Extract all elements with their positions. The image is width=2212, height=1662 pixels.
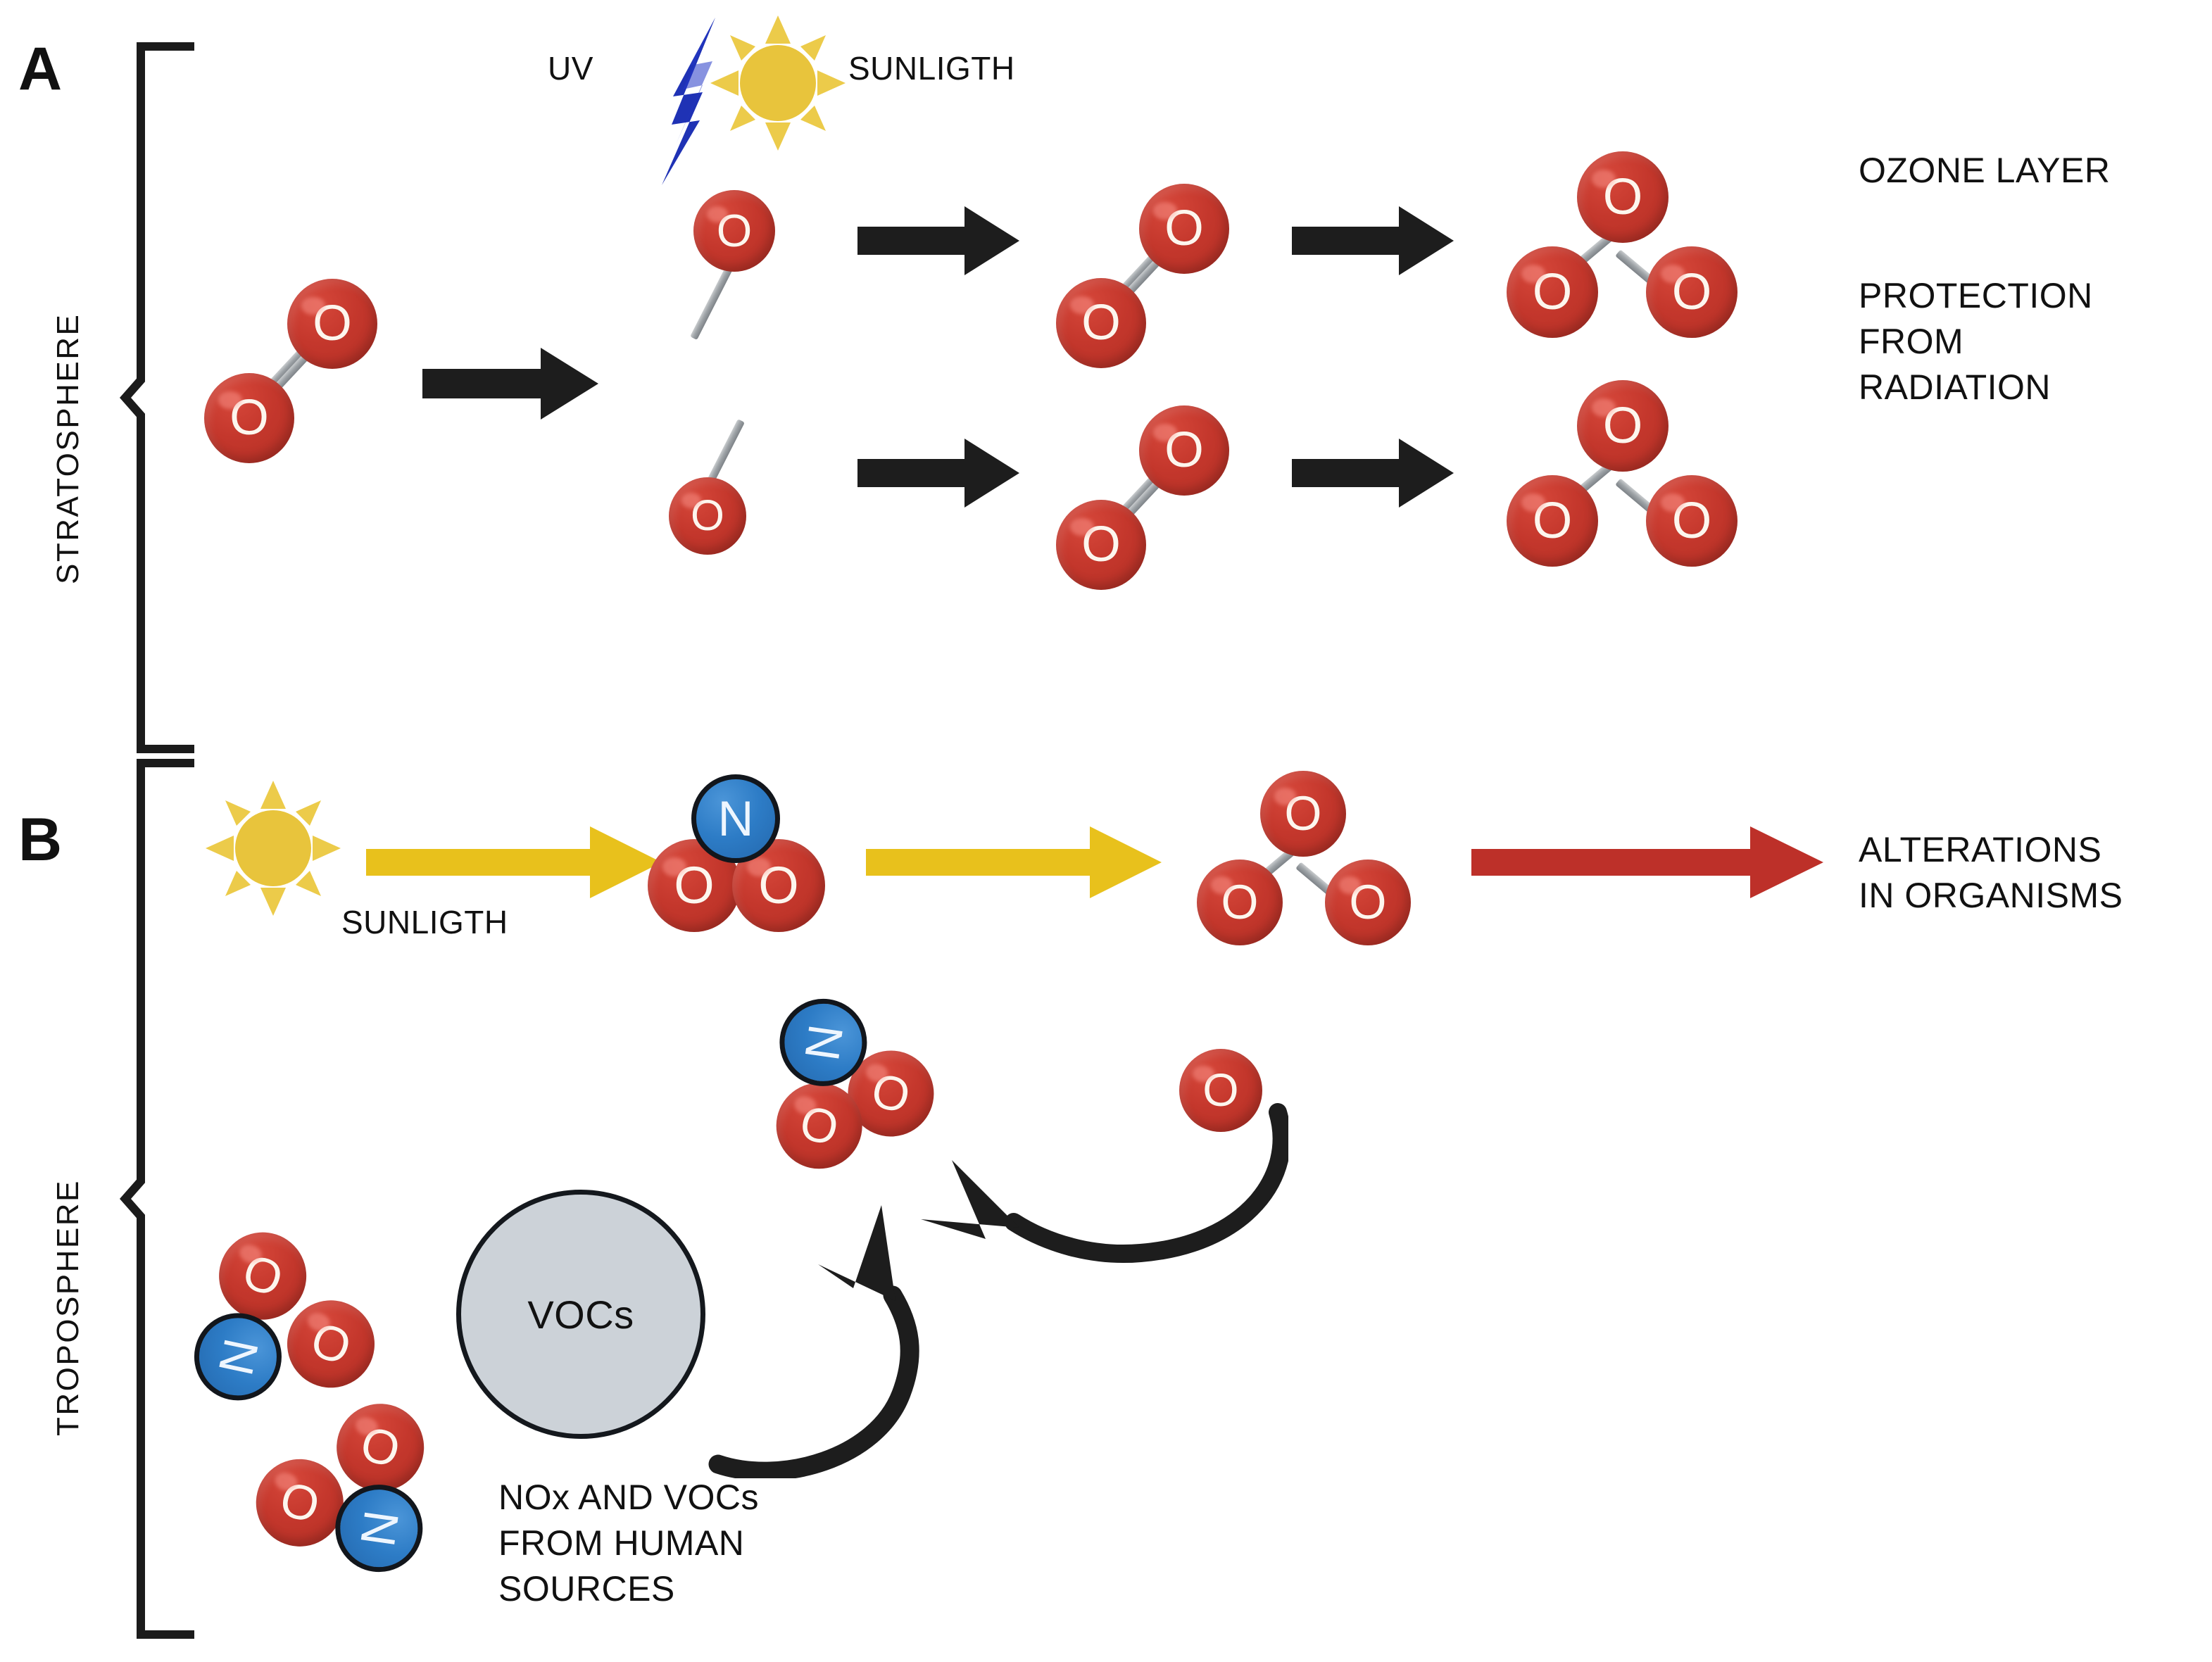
oxygen-atom: O (693, 190, 775, 272)
atom-glyph: N (208, 1333, 270, 1380)
black-block-arrow-icon (857, 206, 1019, 275)
oxygen-atom: O (1056, 278, 1146, 368)
oxygen-atom: O (1260, 771, 1346, 857)
oxygen-atom: O (1646, 246, 1737, 338)
nitrogen-atom: N (186, 1304, 290, 1409)
black-block-arrow-icon (1292, 439, 1454, 508)
atom-glyph: O (1532, 491, 1573, 549)
ozone-molecule-troposphere: O O O (1197, 771, 1411, 961)
atom-glyph: O (304, 1311, 358, 1376)
lightning-bolt-icon (662, 18, 715, 185)
sunlight-label-a: SUNLIGTH (848, 50, 1015, 87)
sun-icon (206, 781, 341, 916)
atom-glyph: O (674, 856, 715, 915)
o2-molecule-upper: O O (1056, 180, 1239, 377)
yellow-block-arrow-icon (866, 826, 1162, 898)
atom-glyph: O (355, 1416, 406, 1478)
nox-vocs-sources-label: NOx AND VOCs FROM HUMAN SOURCES (498, 1478, 759, 1609)
oxygen-radical-lower: O (669, 415, 810, 570)
ozone-molecule-lower: O O O (1507, 380, 1739, 584)
oxygen-atom: O (1577, 380, 1669, 472)
panel-a-letter: A (18, 35, 63, 103)
atom-glyph: O (1349, 875, 1387, 929)
atom-glyph: O (758, 856, 799, 915)
red-block-arrow-icon (1471, 826, 1823, 898)
atom-glyph: O (1602, 168, 1643, 225)
atom-glyph: N (717, 790, 754, 846)
atom-glyph: O (236, 1243, 290, 1308)
atom-glyph: O (1081, 516, 1121, 573)
vocs-label: VOCs (527, 1292, 634, 1337)
oxygen-atom: O (204, 373, 294, 463)
protection-from-radiation-label: PROTECTION FROM RADIATION (1859, 276, 2093, 407)
atom-glyph: O (1671, 491, 1712, 549)
stratosphere-label: STRATOSPHERE (51, 313, 85, 584)
oxygen-atom: O (1507, 475, 1598, 567)
oxygen-atom: O (1056, 500, 1146, 590)
atom-glyph: O (1221, 875, 1259, 929)
sunlight-label-b: SUNLIGTH (341, 904, 508, 940)
atom-glyph: O (1164, 200, 1204, 257)
troposphere-bracket (120, 759, 194, 1639)
yellow-block-arrow-icon (366, 826, 662, 898)
curved-arrow-icon (708, 1205, 919, 1478)
o2-molecule-intact: O O (204, 275, 387, 472)
atom-glyph: O (1602, 396, 1643, 454)
atom-glyph: O (1284, 786, 1322, 841)
panel-b-letter: B (18, 806, 63, 874)
atom-glyph: O (230, 389, 269, 446)
curved-arrow-icon (921, 1103, 1288, 1263)
atom-glyph: O (716, 204, 753, 256)
oxygen-atom: O (1139, 405, 1229, 496)
oxygen-atom: O (1325, 860, 1411, 945)
oxygen-atom: O (669, 477, 746, 555)
oxygen-atom: O (1507, 246, 1598, 338)
black-block-arrow-icon (1292, 206, 1454, 275)
oxygen-radical-upper: O (672, 190, 813, 359)
atom-glyph: O (313, 295, 352, 352)
atom-glyph: O (691, 491, 724, 541)
oxygen-atom: O (1646, 475, 1737, 567)
ozone-layer-label: OZONE LAYER (1859, 151, 2111, 190)
black-block-arrow-icon (857, 439, 1019, 508)
sun-icon (710, 15, 846, 151)
atom-glyph: O (795, 1095, 843, 1156)
atom-glyph: O (1081, 294, 1121, 351)
atom-glyph: O (1532, 263, 1573, 320)
nitrogen-atom: N (329, 1479, 429, 1578)
troposphere-label: TROPOSPHERE (51, 1179, 85, 1436)
ozone-molecule-upper: O O O (1507, 151, 1739, 355)
oxygen-atom: O (287, 279, 377, 369)
uv-label: UV (548, 50, 593, 87)
oxygen-atom: O (1139, 184, 1229, 274)
stratosphere-bracket (120, 42, 194, 753)
atom-glyph: O (1671, 263, 1712, 320)
black-block-arrow-icon (422, 348, 598, 420)
no2-molecule-source-lower: O O N (241, 1379, 484, 1606)
atom-glyph: O (1164, 422, 1204, 479)
atom-glyph: N (349, 1506, 410, 1550)
nitrogen-atom: N (691, 774, 780, 863)
atom-glyph: N (794, 1021, 854, 1064)
alterations-in-organisms-label: ALTERATIONS IN ORGANISMS (1859, 830, 2123, 915)
vocs-bubble: VOCs (456, 1190, 705, 1439)
o2-molecule-lower: O O (1056, 401, 1239, 598)
oxygen-atom: O (1577, 151, 1669, 243)
no2-molecule-upright: O O N (648, 774, 845, 936)
atom-glyph: O (275, 1471, 325, 1534)
oxygen-atom: O (1197, 860, 1283, 945)
